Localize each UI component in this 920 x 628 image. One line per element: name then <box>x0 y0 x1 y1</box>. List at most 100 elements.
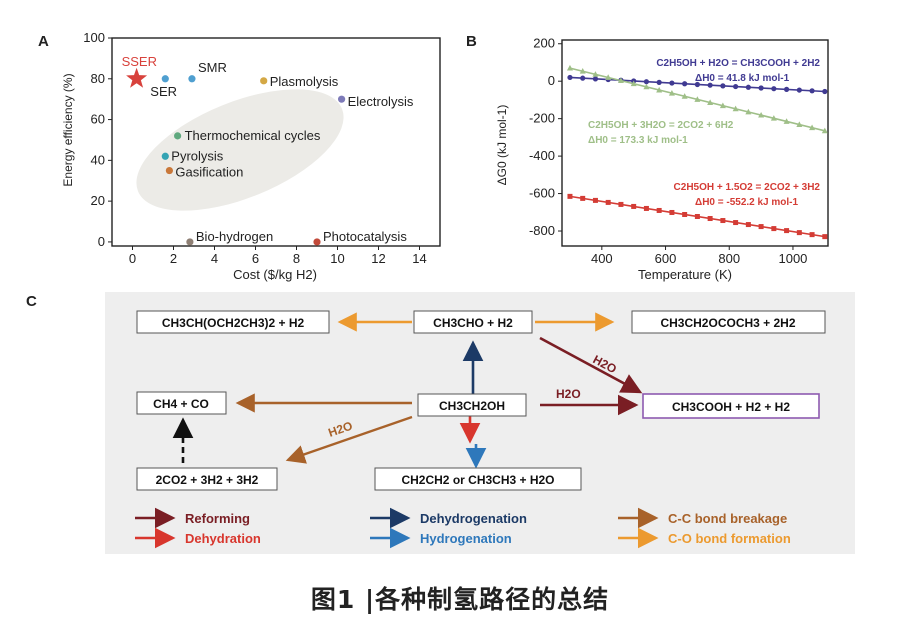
series-2-point <box>630 80 637 87</box>
y-tick-label: -600 <box>529 186 555 201</box>
panel-b-x-axis-label: Temperature (K) <box>638 267 732 282</box>
legend-label-hydrogenation: Hydrogenation <box>420 531 512 546</box>
series-3-point <box>809 232 815 238</box>
node-ethylene-ethane: CH2CH2 or CH3CH3 + H2O <box>374 467 582 491</box>
series-2-enthalpy: ΔH0 = 173.3 kJ mol-1 <box>588 135 688 146</box>
series-2-point <box>643 83 650 90</box>
point-label-sser: SSER <box>122 54 157 69</box>
series-2-point <box>579 68 586 74</box>
series-1-point <box>733 83 739 90</box>
series-2-point <box>592 71 599 77</box>
x-tick-label: 10 <box>330 251 344 266</box>
series-3-point <box>656 207 662 213</box>
panel-b-frame <box>561 39 829 247</box>
point-pyrolysis <box>161 152 169 160</box>
node-acetaldehyde: CH3CHO + H2 <box>413 310 533 334</box>
y-tick-label: 100 <box>83 30 105 45</box>
y-tick-label: -400 <box>529 148 555 163</box>
point-label-thermochemical-cycles: Thermochemical cycles <box>185 128 321 143</box>
node-ethyl-acetate: CH3CH2OCOCH3 + 2H2 <box>631 310 826 334</box>
panel-a-points: SSER SER SMR PlasmolysisElectrolysisThermoc… <box>122 54 414 246</box>
y-tick-label: -200 <box>529 111 555 126</box>
point-plasmolysis <box>260 77 268 85</box>
point-gasification <box>165 166 173 175</box>
series-3-point <box>720 218 726 224</box>
series-3-point <box>822 234 828 240</box>
svg-text:CH3CH(OCH2CH3)2 + H2: CH3CH(OCH2CH3)2 + H2 <box>162 316 305 330</box>
series-1-point <box>682 81 688 87</box>
series-2-point <box>719 102 726 109</box>
series-2-point <box>656 86 663 93</box>
series-1-point <box>758 85 764 91</box>
water-label-direct: H2O <box>556 387 581 401</box>
y-tick-label: 200 <box>533 36 555 51</box>
series-1-point <box>656 79 662 85</box>
panel-b-label: B <box>466 33 477 50</box>
series-3-point <box>592 197 598 203</box>
point-label-smr: SMR <box>198 60 227 75</box>
figure-caption: 图1 |各种制氢路径的总结 <box>310 585 610 614</box>
svg-text:2CO2 + 3H2 + 3H2: 2CO2 + 3H2 + 3H2 <box>156 473 259 487</box>
x-tick-label: 2 <box>170 251 177 266</box>
series-3-point <box>669 209 675 215</box>
series-1-point <box>745 84 751 90</box>
legend-label-c-c-bond-breakage: C-C bond breakage <box>668 511 787 526</box>
series-3-point <box>694 214 700 220</box>
series-3-point <box>707 216 713 222</box>
node-ethanol: CH3CH2OH <box>417 393 527 417</box>
point-label-plasmolysis: Plasmolysis <box>270 74 339 89</box>
series-2-point <box>668 89 675 96</box>
series-2-point <box>732 105 739 112</box>
svg-text:CH2CH2 or CH3CH3 + H2O: CH2CH2 or CH3CH3 + H2O <box>401 473 554 487</box>
point-label-photocatalysis: Photocatalysis <box>323 229 407 244</box>
node-acetal: CH3CH(OCH2CH3)2 + H2 <box>136 310 330 334</box>
series-1-point <box>707 82 713 88</box>
arrow-reforming-upper <box>539 336 643 394</box>
series-1-point <box>580 75 586 81</box>
legend-label-reforming: Reforming <box>185 511 250 526</box>
point-ser <box>161 75 169 83</box>
series-3-point <box>758 224 764 230</box>
series-1-point <box>567 74 573 81</box>
legend-label-dehydration: Dehydration <box>185 531 261 546</box>
x-tick-label: 14 <box>412 251 426 266</box>
svg-text:CH3CHO + H2: CH3CHO + H2 <box>433 316 513 330</box>
x-tick-label: 600 <box>655 251 677 266</box>
series-3-point <box>631 203 637 209</box>
panel-b-series <box>566 64 828 240</box>
x-tick-label: 4 <box>211 251 218 266</box>
point-label-ser: SER <box>150 84 177 99</box>
series-2-point <box>694 96 701 102</box>
series-2-point <box>758 111 765 118</box>
series-2-point <box>681 93 688 99</box>
series-3-point <box>796 230 802 236</box>
series-1-point <box>783 86 790 92</box>
point-sser <box>126 67 148 88</box>
series-2-point <box>809 124 816 131</box>
y-tick-label: 80 <box>91 71 105 86</box>
x-tick-label: 6 <box>252 251 259 266</box>
svg-text:CH4 + CO: CH4 + CO <box>153 397 209 411</box>
point-label-gasification: Gasification <box>175 165 243 180</box>
point-photocatalysis <box>313 238 321 246</box>
x-tick-label: 8 <box>293 251 300 266</box>
series-3-point <box>567 193 573 199</box>
point-bio-hydrogen <box>186 238 194 246</box>
point-label-bio-hydrogen: Bio-hydrogen <box>196 229 273 244</box>
panel-a-label: A <box>38 33 49 50</box>
series-1-point <box>720 83 726 89</box>
point-label-pyrolysis: Pyrolysis <box>171 148 224 163</box>
legend-label-dehydrogenation: Dehydrogenation <box>420 511 527 526</box>
point-label-electrolysis: Electrolysis <box>348 94 414 109</box>
y-tick-label: 60 <box>91 112 105 127</box>
series-2-point <box>605 74 612 80</box>
series-3-point <box>643 205 649 211</box>
series-3-enthalpy: ΔH0 = -552.2 kJ mol-1 <box>695 197 799 208</box>
series-3-point <box>580 195 586 201</box>
x-tick-label: 12 <box>371 251 385 266</box>
x-tick-label: 1000 <box>778 251 807 266</box>
